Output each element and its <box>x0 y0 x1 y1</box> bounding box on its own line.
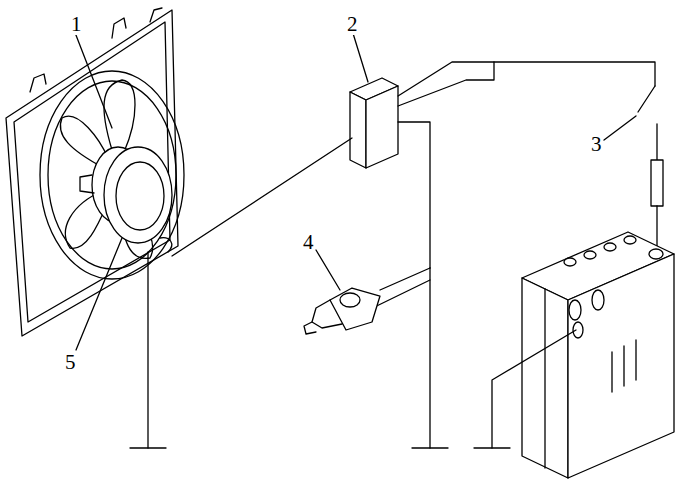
switch <box>638 86 657 160</box>
callout-number: 2 <box>346 14 359 35</box>
callout-number: 3 <box>590 134 603 155</box>
callout-number: 1 <box>70 14 83 35</box>
leader-lines <box>74 30 636 350</box>
relay <box>350 78 398 168</box>
temperature-switch <box>304 288 380 334</box>
battery <box>522 232 674 478</box>
ground-symbols <box>130 252 576 448</box>
fan-shroud <box>6 8 184 336</box>
callout-number: 4 <box>302 232 315 253</box>
callout-number: 5 <box>64 352 77 373</box>
fuse <box>651 160 663 246</box>
fan-motor <box>80 147 172 252</box>
